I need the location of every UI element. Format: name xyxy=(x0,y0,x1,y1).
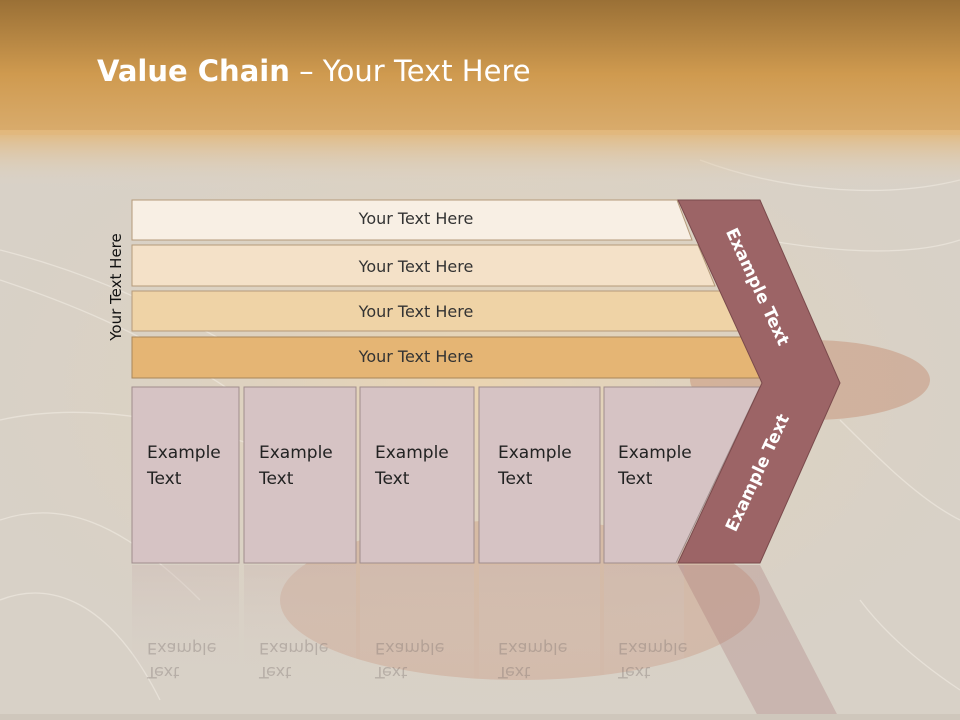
refl-line-1: Example xyxy=(498,639,568,658)
box-line-2: Text xyxy=(498,469,533,489)
primary-box-5 xyxy=(603,386,761,564)
primary-box-1 xyxy=(131,386,240,564)
slide-title: Value Chain – Your Text Here xyxy=(97,54,531,88)
primary-box-2 xyxy=(243,386,357,564)
refl-line-2: Text xyxy=(147,663,180,682)
support-bar-1-label: Your Text Here xyxy=(358,209,474,228)
box-line-1: Example xyxy=(259,443,333,463)
refl-line-1: Example xyxy=(147,639,217,658)
box-line-2: Text xyxy=(259,469,294,489)
box-reflection: Text Example xyxy=(618,636,687,684)
box-line-1: Example xyxy=(498,443,572,463)
support-bar-2-label: Your Text Here xyxy=(358,257,474,276)
support-bar-2 xyxy=(131,244,716,287)
refl-line-1: Example xyxy=(259,639,329,658)
box-line-1: Example xyxy=(618,443,692,463)
refl-line-2: Text xyxy=(375,663,408,682)
box-line-1: Example xyxy=(147,443,221,463)
box-line-2: Text xyxy=(375,469,410,489)
chevron-arrow xyxy=(677,199,841,564)
box-reflection: Text Example xyxy=(259,636,328,684)
primary-box-3 xyxy=(359,386,475,564)
support-bar-4-label: Your Text Here xyxy=(358,347,474,366)
box-reflection: Text Example xyxy=(498,636,567,684)
refl-line-2: Text xyxy=(259,663,292,682)
box-line-2: Text xyxy=(618,469,653,489)
title-bold: Value Chain xyxy=(97,54,290,88)
refl-line-1: Example xyxy=(375,639,445,658)
support-bar-1 xyxy=(131,199,693,241)
box-reflection: Text Example xyxy=(375,636,444,684)
box-line-2: Text xyxy=(147,469,182,489)
box-reflection: Text Example xyxy=(147,636,216,684)
box-line-1: Example xyxy=(375,443,449,463)
primary-box-4 xyxy=(478,386,601,564)
refl-line-2: Text xyxy=(498,663,531,682)
support-bar-3-label: Your Text Here xyxy=(358,302,474,321)
title-rest: – Your Text Here xyxy=(289,54,531,88)
refl-line-1: Example xyxy=(618,639,688,658)
refl-line-2: Text xyxy=(618,663,651,682)
